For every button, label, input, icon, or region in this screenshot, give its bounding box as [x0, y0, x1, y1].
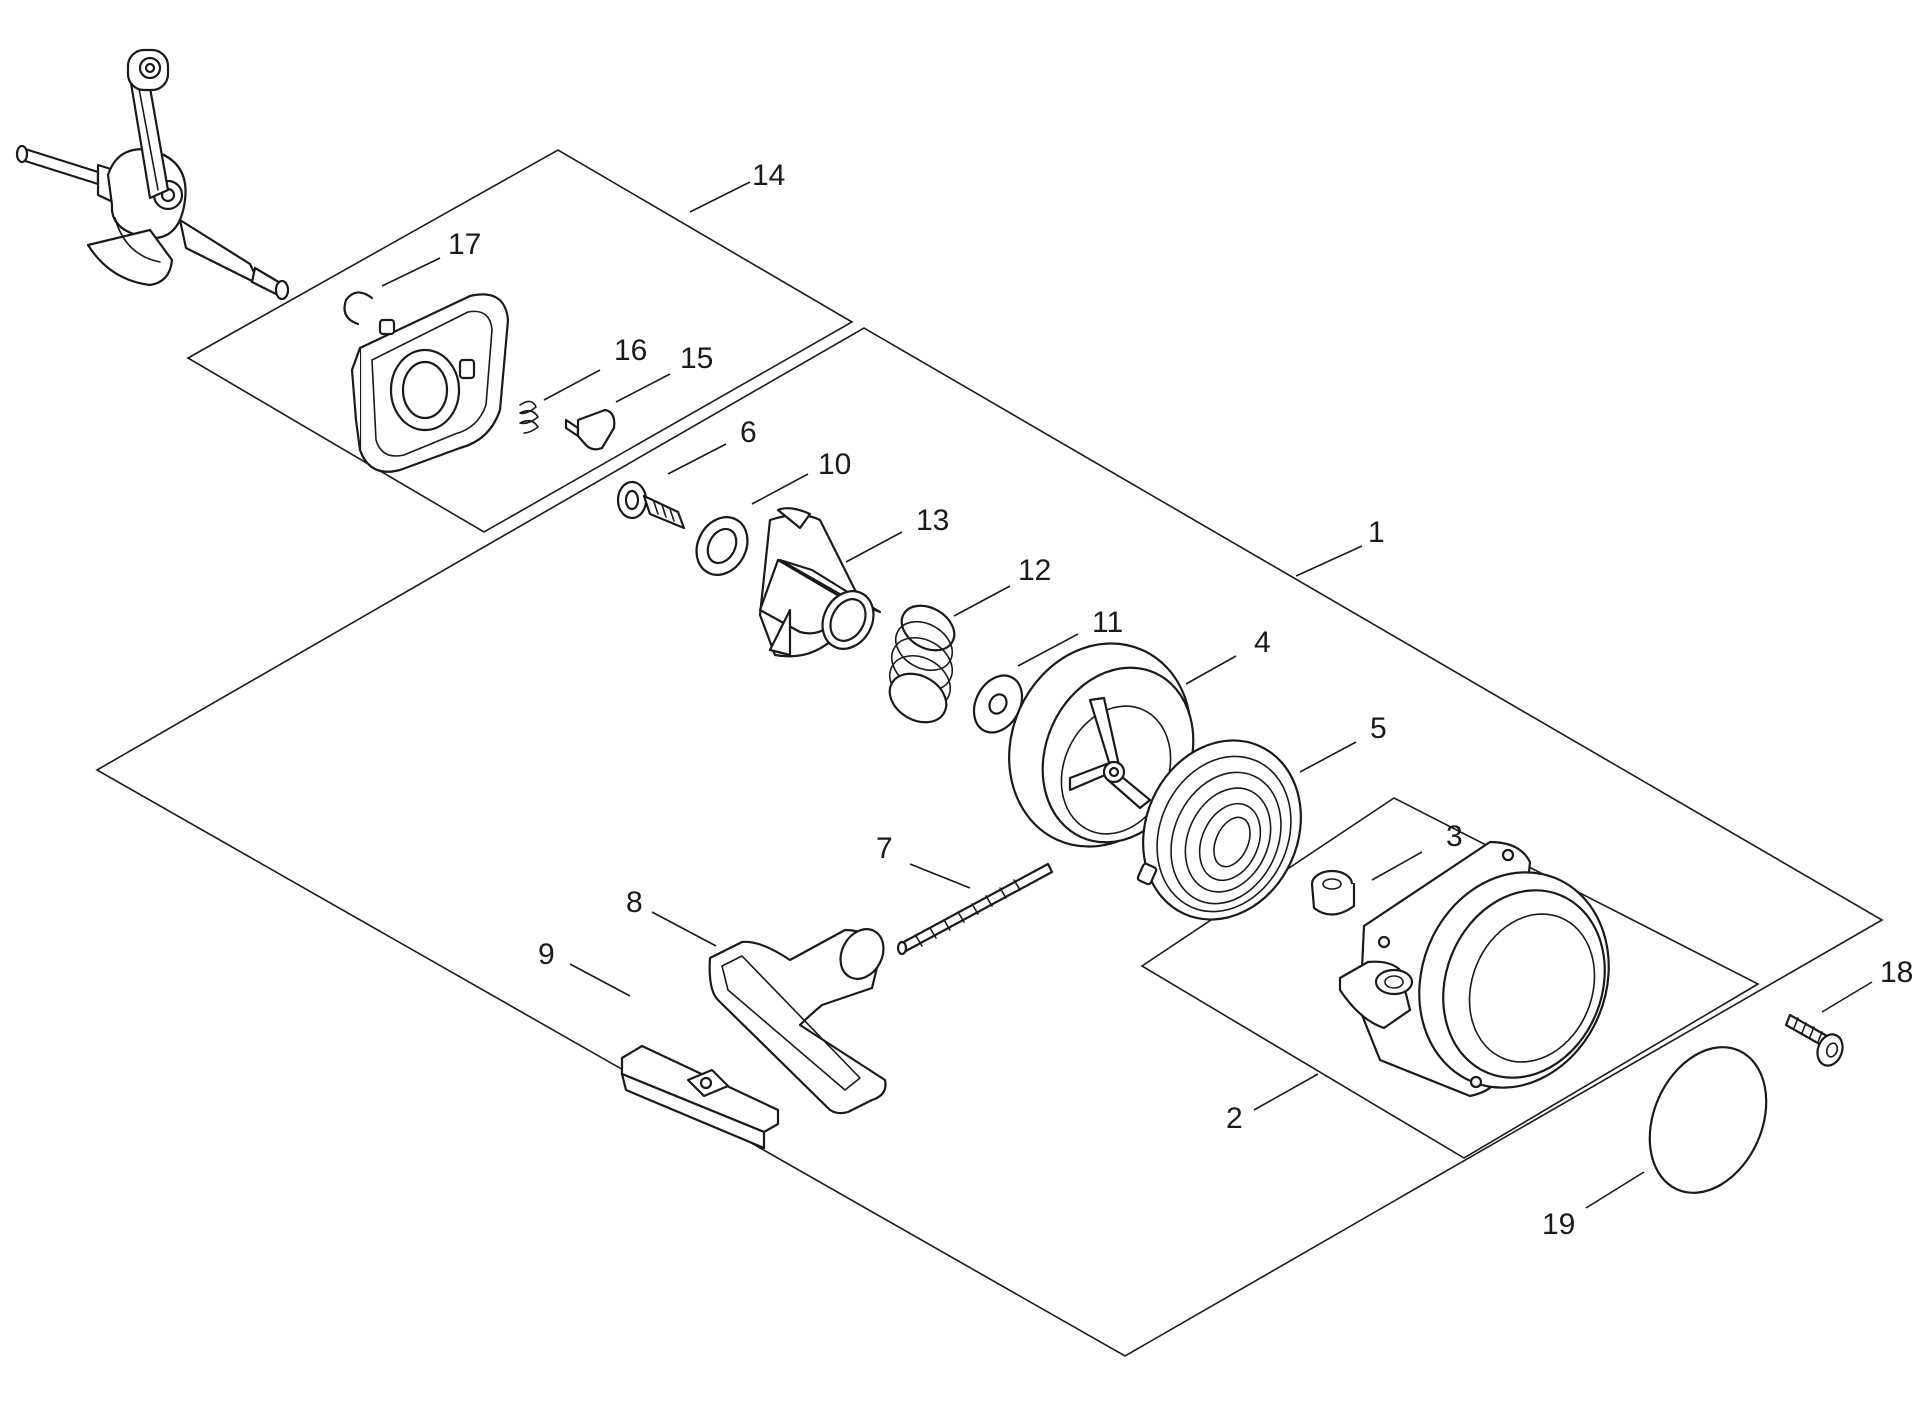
callout-2: 2 [1226, 1102, 1243, 1135]
ratchet-plate [350, 293, 510, 473]
leader-6 [667, 443, 727, 475]
group-box-2 [1140, 797, 1760, 1159]
leader-5 [1299, 741, 1357, 773]
leader-19 [1585, 1171, 1645, 1209]
callout-labels: 1 2 3 4 5 6 7 8 9 10 11 12 13 14 15 16 1… [448, 159, 1913, 1241]
leader-3 [1371, 851, 1423, 881]
callout-19: 19 [1542, 1208, 1575, 1241]
leader-13 [845, 531, 903, 563]
leader-14 [689, 181, 751, 213]
leader-1 [1295, 545, 1363, 577]
callout-9: 9 [538, 938, 555, 971]
part-9-grip [620, 1044, 780, 1150]
leader-17 [381, 257, 441, 287]
callout-15: 15 [680, 342, 713, 375]
callout-11: 11 [1092, 606, 1123, 639]
part-19-cover [1648, 1046, 1768, 1194]
part-15-pawl [564, 408, 616, 451]
leader-2 [1253, 1073, 1319, 1111]
leader-9 [569, 963, 631, 997]
callout-17: 17 [448, 228, 481, 261]
leader-4 [1185, 655, 1237, 685]
callout-7: 7 [876, 832, 893, 865]
callout-4: 4 [1254, 626, 1271, 659]
callout-3: 3 [1446, 820, 1463, 853]
leader-10 [751, 473, 809, 505]
part-7-rope [896, 862, 1054, 956]
callout-5: 5 [1370, 712, 1387, 745]
callout-14: 14 [752, 159, 785, 192]
part-12-coil-spring [888, 604, 956, 724]
part-3-bushing [1310, 869, 1356, 916]
part-8-handle [708, 928, 887, 1115]
callout-13: 13 [916, 504, 949, 537]
callout-18: 18 [1880, 956, 1913, 989]
callout-8: 8 [626, 886, 643, 919]
part-16-spring [519, 400, 539, 434]
callout-12: 12 [1018, 554, 1051, 587]
group-box-14 [186, 149, 854, 533]
group-box-1 [95, 327, 1884, 1357]
part-17-circlip [343, 291, 374, 326]
callout-6: 6 [740, 416, 757, 449]
part-10-washer [695, 516, 749, 576]
part-5-recoil-spring [1136, 739, 1302, 921]
leader-18 [1821, 981, 1873, 1013]
leader-7 [909, 863, 971, 889]
leader-15 [615, 373, 671, 403]
crankshaft-assembly [15, 48, 290, 301]
callout-1: 1 [1368, 516, 1385, 549]
leader-12 [953, 585, 1011, 617]
part-6-screw [616, 480, 686, 530]
leader-8 [651, 911, 717, 947]
part-18-screw [1784, 1013, 1844, 1067]
callout-16: 16 [614, 334, 647, 367]
part-11-washer [972, 674, 1024, 734]
part-13-hub [758, 507, 882, 658]
callout-10: 10 [818, 448, 851, 481]
leader-11 [1017, 633, 1079, 667]
part-2-housing [1338, 840, 1610, 1098]
leader-lines [381, 181, 1873, 1209]
leader-16 [543, 369, 601, 401]
